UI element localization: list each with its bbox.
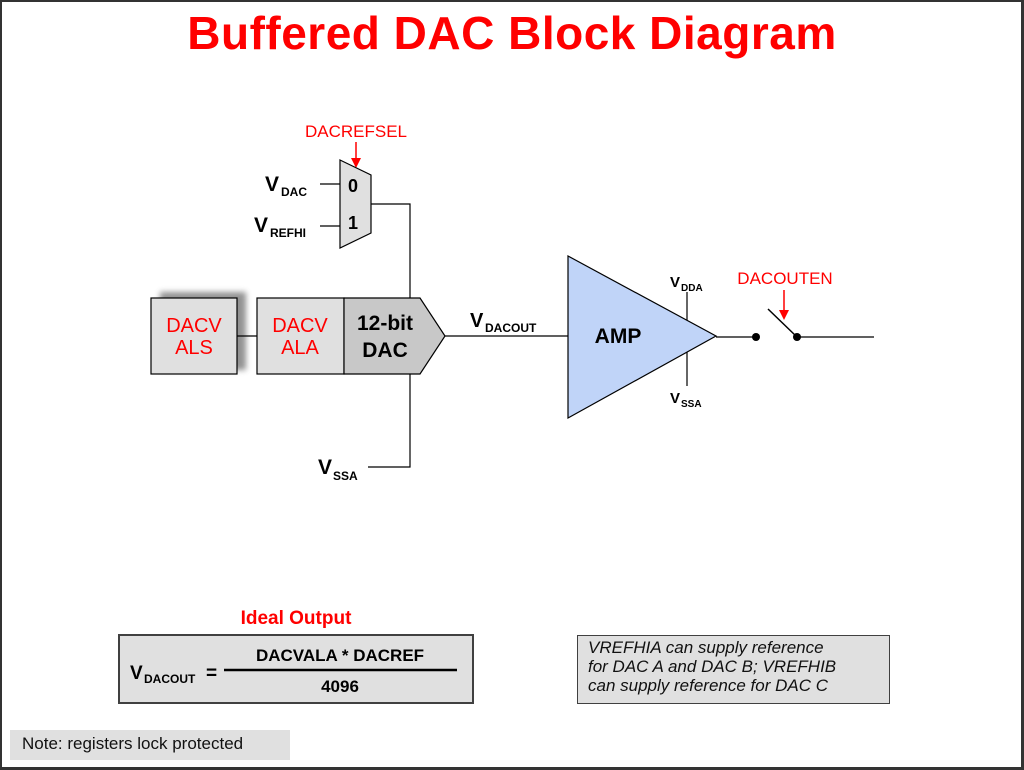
vdac-label: V DAC — [265, 173, 307, 199]
svg-text:V: V — [670, 274, 680, 291]
reference-mux — [339, 159, 372, 249]
amp-label: AMP — [595, 325, 642, 348]
svg-text:V: V — [670, 390, 680, 407]
reference-note-line: can supply reference for DAC C — [588, 676, 828, 695]
dacvals-label-line2: ALS — [175, 337, 213, 359]
svg-text:V: V — [470, 310, 484, 332]
reference-note-line: for DAC A and DAC B; VREFHIB — [588, 657, 837, 676]
dacvals-label-line1: DACV — [166, 315, 222, 337]
dacvals-register — [150, 297, 238, 375]
dacvala-label-line2: ALA — [281, 337, 319, 359]
ideal-output-title: Ideal Output — [240, 608, 352, 629]
dacouten-label: DACOUTEN — [737, 269, 832, 288]
dac-vssa-label: V SSA — [318, 456, 358, 483]
dacrefsel-arrow-icon — [351, 142, 361, 168]
formula-numerator: DACVALA * DACREF — [256, 646, 424, 665]
svg-text:DACOUT: DACOUT — [485, 321, 537, 335]
mux-input-0-index: 0 — [348, 176, 358, 196]
reference-note: VREFHIA can supply reference for DAC A a… — [577, 635, 890, 704]
svg-text:V: V — [318, 456, 332, 479]
formula-denominator: 4096 — [321, 677, 359, 696]
dac-block — [343, 297, 446, 375]
dac-label-line2: DAC — [362, 339, 408, 362]
formula-lhs-main: V — [130, 663, 143, 684]
dac-vssa-wire — [368, 374, 411, 468]
output-switch — [767, 308, 798, 338]
amplifier — [567, 254, 718, 420]
vdacout-label: V DACOUT — [470, 310, 537, 335]
formula-equals: = — [206, 663, 217, 684]
switch-terminal-left — [752, 333, 760, 341]
dacref-wire — [371, 203, 411, 298]
dac-label-line1: 12-bit — [357, 312, 413, 335]
vrefhi-label: V REFHI — [254, 214, 306, 240]
ideal-output-formula: V DACOUT = DACVALA * DACREF 4096 — [118, 634, 474, 704]
lock-protected-note: Note: registers lock protected — [10, 730, 290, 760]
dacrefsel-label: DACREFSEL — [305, 122, 407, 141]
dacouten-arrow-icon — [779, 290, 789, 320]
svg-text:DDA: DDA — [681, 283, 703, 294]
svg-text:DAC: DAC — [281, 185, 307, 199]
reference-note-line: VREFHIA can supply reference — [588, 638, 824, 657]
amp-vssa-label: V SSA — [670, 390, 702, 410]
svg-text:SSA: SSA — [681, 399, 702, 410]
formula-lhs-sub: DACOUT — [144, 672, 196, 686]
dacvala-register — [256, 297, 345, 375]
vdda-label: V DDA — [670, 274, 703, 294]
mux-input-1-index: 1 — [348, 213, 358, 233]
svg-text:V: V — [265, 173, 279, 196]
svg-text:SSA: SSA — [333, 469, 358, 483]
svg-text:REFHI: REFHI — [270, 226, 306, 240]
svg-text:V: V — [254, 214, 268, 237]
dacvala-label-line1: DACV — [272, 315, 328, 337]
page-title: Buffered DAC Block Diagram — [187, 7, 837, 59]
